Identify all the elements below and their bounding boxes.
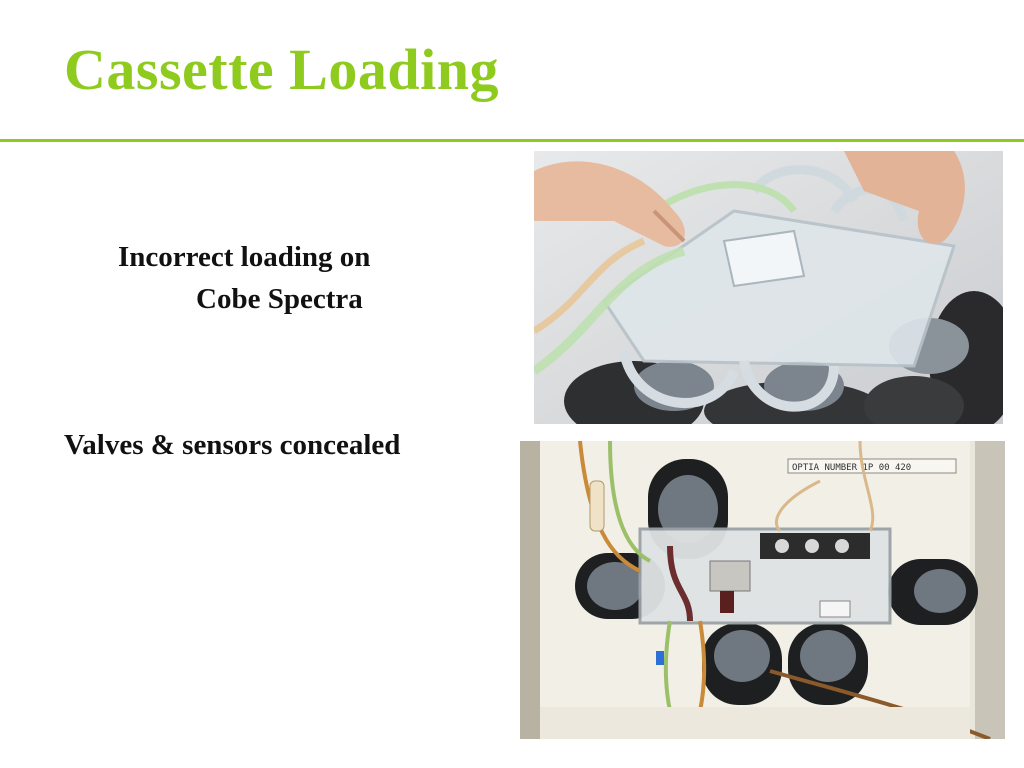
photo-label-optia-number: OPTIA NUMBER 1P 00 420	[792, 463, 911, 473]
photo-cassette-mounted: OPTIA NUMBER 1P 00 420	[520, 441, 1005, 739]
caption-incorrect-loading: Incorrect loading on Cobe Spectra	[118, 236, 370, 320]
title-underline	[0, 139, 1024, 142]
caption-line-2: Cobe Spectra	[196, 283, 363, 315]
caption-line-1: Incorrect loading on	[118, 241, 371, 273]
caption-valves-sensors: Valves & sensors concealed	[64, 429, 401, 461]
slide-title: Cassette Loading	[64, 37, 499, 102]
photo-cassette-hands	[534, 151, 1003, 424]
